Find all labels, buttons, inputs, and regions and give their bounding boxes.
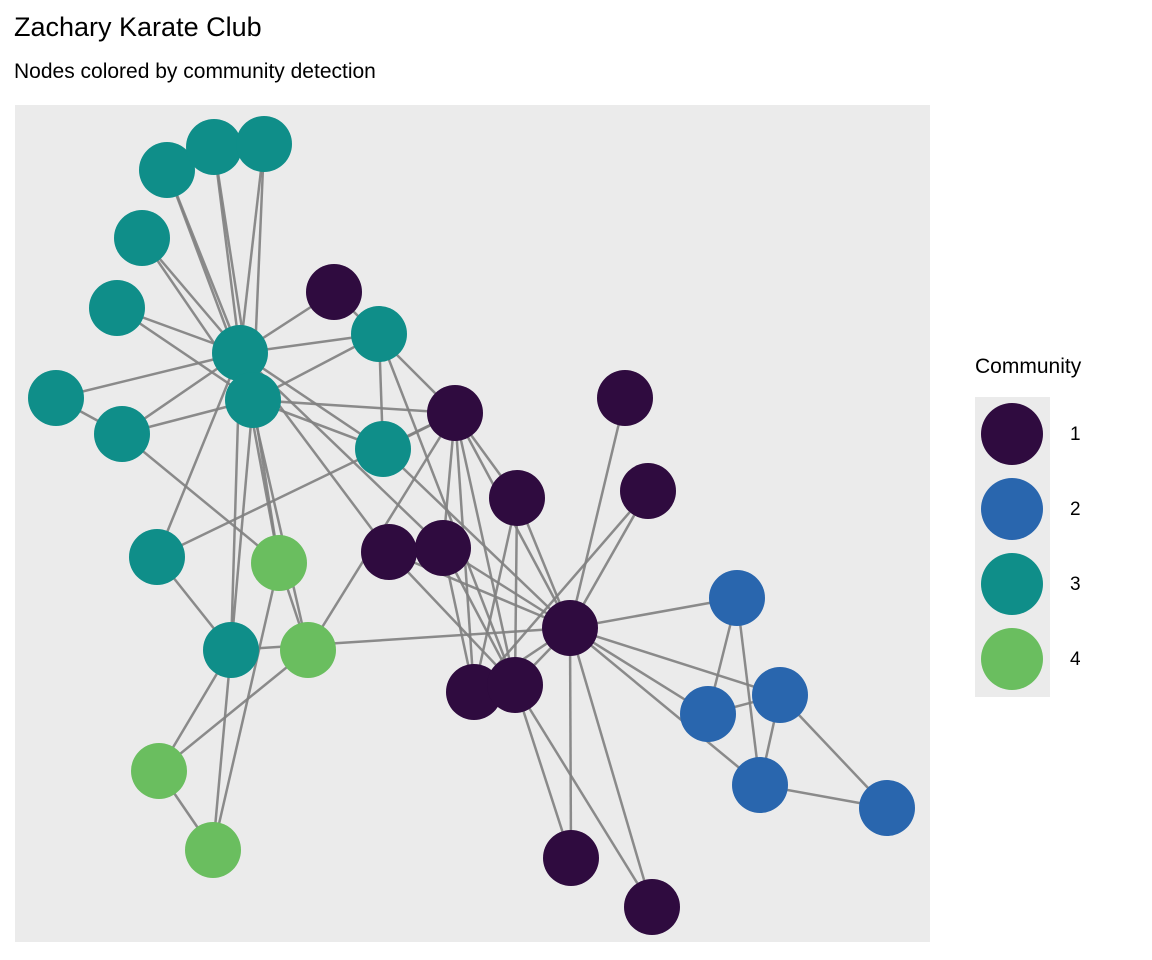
graph-edge	[158, 649, 309, 772]
graph-edge	[238, 143, 266, 354]
legend-title: Community	[975, 355, 1082, 378]
graph-edge	[513, 684, 654, 908]
graph-edge	[155, 352, 242, 558]
legend-item: 3	[975, 547, 1081, 622]
graph-node	[114, 210, 170, 266]
graph-edge	[569, 596, 738, 630]
graph-edge	[569, 626, 781, 697]
graph-node	[415, 520, 471, 576]
graph-node	[597, 370, 653, 426]
graph-edge	[473, 490, 649, 693]
graph-node	[129, 529, 185, 585]
graph-edge	[472, 497, 519, 693]
legend-swatch-circle	[981, 478, 1043, 540]
graph-node	[225, 372, 281, 428]
legend-keys: 1 2 3 4	[975, 397, 1081, 697]
graph-node	[752, 667, 808, 723]
graph-edge	[513, 684, 573, 859]
legend-label: 2	[1070, 498, 1081, 520]
graph-edge	[569, 627, 761, 786]
legend-item: 1	[975, 397, 1081, 472]
graph-node	[212, 325, 268, 381]
graph-node	[361, 524, 417, 580]
plot-subtitle: Nodes colored by community detection	[14, 60, 376, 83]
graph-node	[89, 280, 145, 336]
graph-edge	[121, 433, 280, 564]
graph-node	[624, 879, 680, 935]
graph-edge	[568, 397, 627, 629]
graph-node	[355, 421, 411, 477]
graph-edge	[568, 627, 573, 859]
legend-label: 3	[1070, 573, 1081, 595]
graph-node	[186, 119, 242, 175]
graph-node	[236, 116, 292, 172]
graph-node	[620, 463, 676, 519]
graph-edge	[165, 169, 242, 354]
graph-node	[859, 780, 915, 836]
graph-node	[131, 743, 187, 799]
graph-node	[185, 822, 241, 878]
graph-node	[489, 470, 545, 526]
graph-node	[351, 306, 407, 362]
graph-node	[542, 600, 598, 656]
graph-node	[280, 622, 336, 678]
graph-edge	[211, 649, 233, 851]
graph-edge	[513, 497, 519, 686]
legend-item: 2	[975, 472, 1081, 547]
graph-node	[251, 535, 307, 591]
graph-node	[28, 370, 84, 426]
legend-swatch-circle	[981, 403, 1043, 465]
graph-edge	[735, 597, 762, 786]
graph-edge	[239, 351, 384, 451]
graph-edge	[388, 551, 516, 686]
graph-edge	[55, 351, 241, 400]
graph-edge	[252, 398, 456, 415]
graph-node	[487, 657, 543, 713]
graph-edge	[453, 412, 517, 686]
graph-edge	[211, 562, 281, 851]
graph-node	[94, 406, 150, 462]
graph-node	[680, 686, 736, 742]
legend: Community 1 2 3 4	[975, 355, 1145, 697]
graph-node	[306, 264, 362, 320]
graph-node	[427, 385, 483, 441]
plot-title: Zachary Karate Club	[14, 12, 262, 42]
legend-item: 4	[975, 622, 1081, 697]
graph-node	[139, 142, 195, 198]
graph-svg	[28, 116, 915, 935]
graph-node	[543, 830, 599, 886]
legend-label: 1	[1070, 423, 1081, 445]
graph-edge	[568, 627, 654, 908]
legend-label: 4	[1070, 648, 1081, 670]
graph-node	[732, 757, 788, 813]
graph-node	[203, 622, 259, 678]
legend-swatch-circle	[981, 553, 1043, 615]
graph-panel	[15, 105, 930, 942]
legend-swatch-circle	[981, 628, 1043, 690]
graph-edge	[212, 146, 242, 354]
graph-edge	[229, 399, 255, 651]
graph-node	[709, 570, 765, 626]
